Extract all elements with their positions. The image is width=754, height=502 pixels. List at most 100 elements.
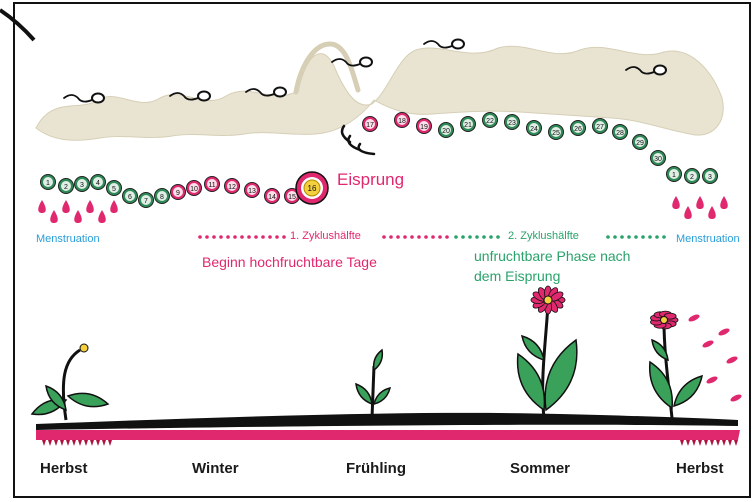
phase2-dot (461, 235, 465, 239)
cycle-day-dot: 6 (123, 189, 138, 204)
phase1-dot (261, 235, 265, 239)
lining-fringe (722, 440, 726, 446)
phase2-dot (655, 235, 659, 239)
lining-fringe (728, 440, 732, 446)
cycle-day-number: 12 (228, 184, 236, 191)
cycle-day-number: 8 (160, 194, 164, 201)
phase1-dot (282, 235, 286, 239)
cycle-day-number: 1 (672, 172, 676, 179)
phase1-dot (226, 235, 230, 239)
cycle-day-dot: 26 (571, 121, 586, 136)
phase1-dot (417, 235, 421, 239)
cycle-day-number: 25 (552, 130, 560, 137)
blood-drop-right (672, 196, 680, 209)
sperm-icon (64, 94, 104, 103)
plant-autumn-right (650, 311, 702, 418)
blood-drop-left (62, 200, 70, 213)
infertile-phase-label-line2: dem Eisprung (474, 268, 560, 284)
cycle-day-dot: 8 (155, 189, 170, 204)
falling-petal (729, 393, 742, 403)
blood-drop-left (98, 210, 106, 223)
lining-fringe (72, 440, 76, 446)
phase1-dot (198, 235, 202, 239)
phase1-dot (275, 235, 279, 239)
lining-fringe (54, 440, 58, 446)
lining-fringe (78, 440, 82, 446)
phase1-label: 1. Zyklushälfte (290, 230, 361, 242)
phase1-dot (205, 235, 209, 239)
phase1-dot (389, 235, 393, 239)
cycle-day-number: 13 (248, 188, 256, 195)
cycle-day-dot: 1 (667, 167, 682, 182)
cycle-day-dot: 25 (549, 125, 564, 140)
blood-drop-left (110, 200, 118, 213)
cycle-day-dot: 20 (439, 123, 454, 138)
cycle-day-number: 10 (190, 186, 198, 193)
menstruation-label-right: Menstruation (676, 233, 740, 245)
phase2-dot (641, 235, 645, 239)
lining-fringe (692, 440, 696, 446)
cycle-day-number: 29 (636, 140, 644, 147)
cycle-day-number: 21 (464, 122, 472, 129)
cycle-day-dot: 2 (59, 179, 74, 194)
lining-fringe (698, 440, 702, 446)
plant-autumn-left (32, 344, 108, 420)
cycle-day-dot: 1 (41, 175, 56, 190)
cycle-day-dot: 14 (265, 189, 280, 204)
cycle-day-dot: 27 (593, 119, 608, 134)
phase2-dot (620, 235, 624, 239)
phase1-dot (268, 235, 272, 239)
cycle-day-number: 20 (442, 128, 450, 135)
lining-fringe (734, 440, 738, 446)
phase1-dot (424, 235, 428, 239)
cycle-day-number: 9 (176, 190, 180, 197)
cycle-day-number: 19 (420, 124, 428, 131)
phase2-dot (634, 235, 638, 239)
falling-petal (701, 339, 714, 349)
season-label-sommer: Sommer (510, 460, 570, 477)
phase2-label: 2. Zyklushälfte (508, 230, 579, 242)
cycle-day-number: 14 (268, 194, 276, 201)
season-label-winter: Winter (192, 460, 239, 477)
lining-fringe (96, 440, 100, 446)
cycle-day-dot: 29 (633, 135, 648, 150)
phase1-dot (396, 235, 400, 239)
cycle-day-number: 23 (508, 120, 516, 127)
cycle-day-dot: 21 (461, 117, 476, 132)
cycle-day-number: 28 (616, 130, 624, 137)
flower-summer (531, 286, 565, 314)
cycle-day-dot: 2 (685, 169, 700, 184)
cycle-day-dot: 23 (505, 115, 520, 130)
cycle-day-dot: 17 (363, 117, 378, 132)
lining-fringe (680, 440, 684, 446)
blood-drop-right (708, 206, 716, 219)
season-label-herbst-left: Herbst (40, 460, 88, 477)
phase1-dot (445, 235, 449, 239)
cycle-day-number: 26 (574, 126, 582, 133)
blood-drop-right (720, 196, 728, 209)
phase2-dot (482, 235, 486, 239)
lining-fringe (66, 440, 70, 446)
phase1-dot (254, 235, 258, 239)
phase2-dot (489, 235, 493, 239)
season-label-fruehling: Frühling (346, 460, 406, 477)
cycle-day-number: 2 (690, 174, 694, 181)
phase2-dot (648, 235, 652, 239)
cycle-day-dot: 10 (187, 181, 202, 196)
corner-curve (0, 10, 34, 40)
blood-drop-left (86, 200, 94, 213)
falling-petal (717, 327, 730, 337)
infertile-phase-label-line1: unfruchtbare Phase nach (474, 248, 630, 264)
phase-dotted-line (198, 235, 666, 239)
plant-summer (518, 286, 577, 418)
cycle-day-number: 30 (654, 156, 662, 163)
cycle-day-dot: 5 (107, 181, 122, 196)
cycle-day-dot: 12 (225, 179, 240, 194)
phase2-dot (468, 235, 472, 239)
menstruation-label-left: Menstruation (36, 233, 100, 245)
blood-drop-left (50, 210, 58, 223)
cycle-day-dot: 3 (703, 169, 718, 184)
blood-drop-left (74, 210, 82, 223)
